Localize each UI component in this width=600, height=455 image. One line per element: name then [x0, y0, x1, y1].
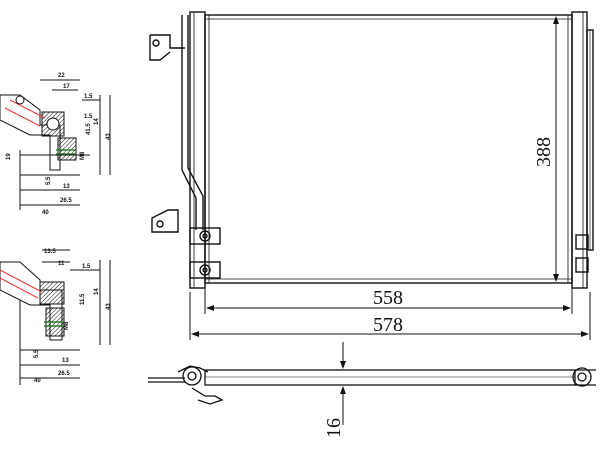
- svg-text:13: 13: [62, 358, 69, 364]
- dimension-outer-width-label: 578: [373, 314, 403, 336]
- svg-text:13: 13: [63, 184, 70, 190]
- condenser-top-view: [148, 365, 596, 405]
- svg-text:11.5: 11.5: [80, 293, 86, 305]
- svg-text:11: 11: [58, 261, 65, 267]
- svg-text:43: 43: [106, 133, 112, 140]
- fitting-detail-top: [0, 79, 111, 210]
- dimension-height-label: 388: [533, 137, 555, 167]
- dimension-thickness-label: 16: [323, 418, 345, 438]
- dimension-inner-width: [204, 288, 573, 314]
- svg-text:M8: M8: [64, 321, 70, 330]
- condenser-core: [204, 14, 573, 284]
- svg-text:26.5: 26.5: [60, 198, 72, 204]
- svg-text:5.5: 5.5: [34, 349, 40, 358]
- svg-text:13.5: 13.5: [44, 249, 56, 255]
- svg-text:1.5: 1.5: [82, 264, 91, 270]
- dimension-outer-width: [189, 292, 591, 340]
- svg-text:19: 19: [6, 153, 12, 160]
- right-header-tank: [571, 11, 588, 289]
- left-header-tank: [189, 11, 206, 289]
- condenser-front-view: [149, 11, 594, 289]
- svg-text:1.5: 1.5: [84, 114, 93, 120]
- fitting-detail-top-labels: 22 17 1.5 1.5 14 41.5 43 19 5.5 13 26.5 …: [6, 73, 112, 216]
- svg-text:41.5: 41.5: [86, 123, 92, 135]
- fitting-detail-bottom: [0, 249, 111, 385]
- svg-text:40: 40: [42, 210, 49, 216]
- svg-text:14: 14: [94, 118, 100, 125]
- svg-text:M8: M8: [80, 151, 86, 160]
- dimension-height: [548, 14, 570, 284]
- svg-text:22: 22: [58, 73, 65, 79]
- dimension-inner-width-label: 558: [373, 287, 403, 309]
- svg-text:40: 40: [34, 378, 41, 384]
- svg-text:5.5: 5.5: [46, 176, 52, 185]
- refrigerant-pipe: [181, 15, 204, 230]
- svg-text:17: 17: [63, 84, 70, 90]
- svg-text:1.5: 1.5: [84, 94, 93, 100]
- svg-text:43: 43: [106, 303, 112, 310]
- svg-text:26.5: 26.5: [58, 371, 70, 377]
- svg-text:14: 14: [94, 288, 100, 295]
- fitting-detail-bottom-labels: 13.5 11 1.5 14 11.5 43 5.5 13 26.5 40 M8: [34, 249, 112, 384]
